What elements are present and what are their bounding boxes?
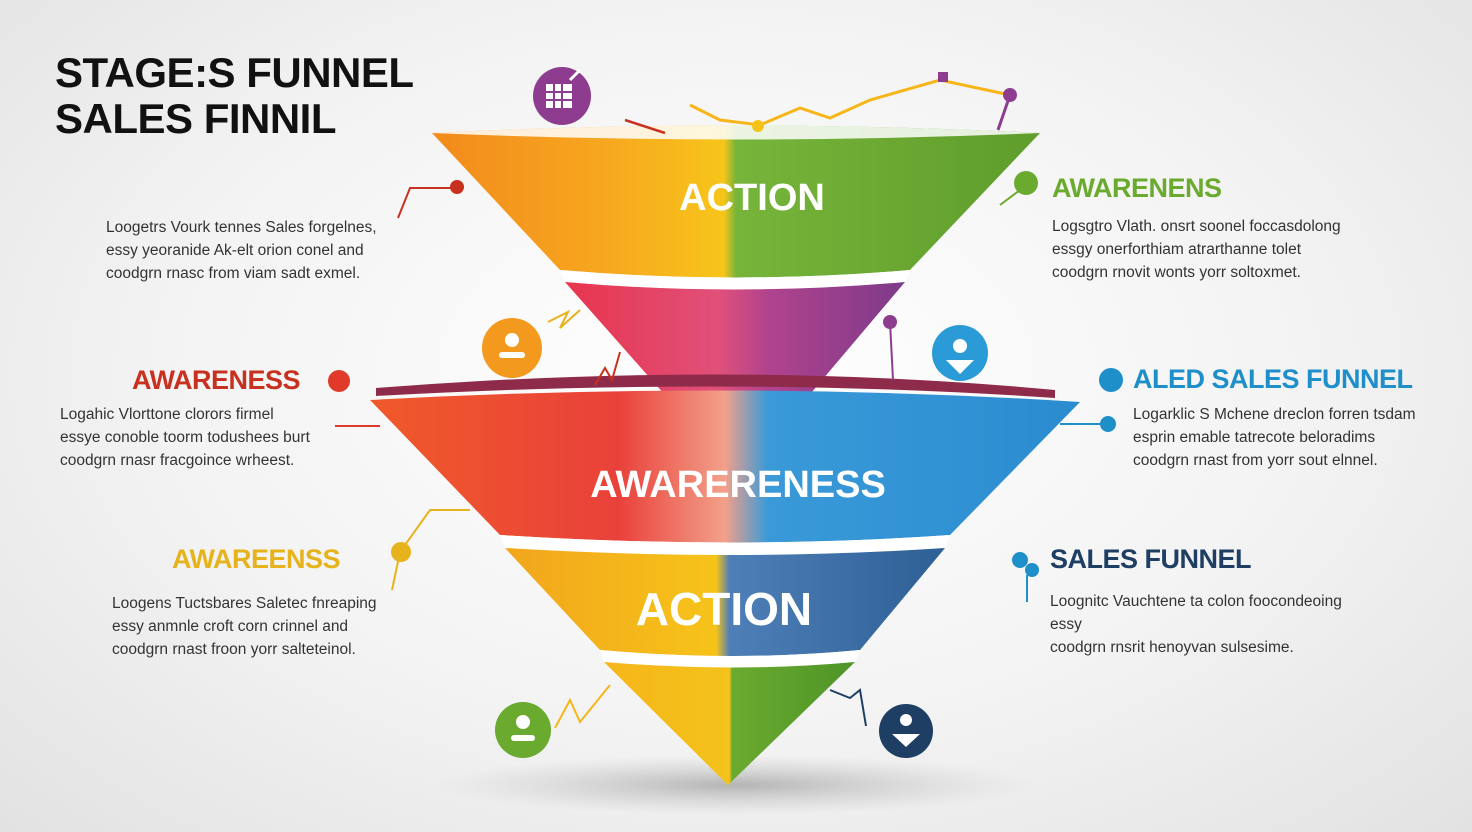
funnel-ring-3 <box>600 650 860 668</box>
callout-mid-right-text: Logarklic S Mchene dreclon forren tsdam … <box>1133 403 1463 472</box>
callout-mid-left-heading: AWARENESS <box>132 365 301 395</box>
callout-top-right-heading: AWARENENS <box>1052 173 1222 203</box>
blue-pin <box>883 315 897 329</box>
connector-low-left-dot <box>391 542 411 562</box>
callout-line: Loogetrs Vourk tennes Sales forgelnes, <box>106 219 377 236</box>
callout-low-right-text: Loognitc Vauchtene ta colon foocondeoing… <box>1050 590 1380 659</box>
funnel-mid-bowl <box>370 390 1080 543</box>
trend-dot-yellow <box>752 120 764 132</box>
calendar-grid-icon <box>533 67 591 125</box>
navy-zigzag <box>829 688 867 727</box>
callout-line: Loognitc Vauchtene ta colon foocondeoing <box>1050 593 1342 610</box>
funnel-label-bottom: ACTION <box>636 583 812 635</box>
funnel-top-rim <box>432 125 1040 140</box>
connector-top-right <box>999 189 1021 206</box>
funnel-mid-bowl-back <box>376 374 1055 398</box>
connector-top-right-dot <box>1014 171 1038 195</box>
callout-line: coodgrn rnast froon yorr salteteinol. <box>112 641 356 658</box>
callout-line: coodgrn rnovit wonts yorr soltoxmet. <box>1052 264 1301 281</box>
connector-top-left-dot <box>450 180 464 194</box>
download-badge-icon <box>879 704 933 758</box>
floor-shadow <box>435 755 1035 815</box>
trend-line-2 <box>624 118 666 135</box>
callout-line: Logahic Vlorttone clorors firmel <box>60 406 274 423</box>
callout-line: essy yeoranide Ak-elt orion conel and <box>106 242 364 259</box>
callout-line: Logarklic S Mchene dreclon forren tsdam <box>1133 406 1416 423</box>
connector-top-left <box>397 187 456 219</box>
user-icon-line <box>547 309 581 329</box>
callout-line: essgy onerforthiam atrarthanne tolet <box>1052 241 1301 258</box>
download-user-icon <box>932 325 988 381</box>
user-icon <box>482 318 542 378</box>
funnel-ring-1 <box>560 270 910 290</box>
connector-low-right-dot-2 <box>1025 563 1039 577</box>
callout-line: coodgrn rnsrit henoyvan sulsesime. <box>1050 639 1294 656</box>
connector-mid-right-dot <box>1099 368 1123 392</box>
trend-dot <box>1003 88 1017 102</box>
funnel-label-top: ACTION <box>679 177 825 219</box>
callout-line: coodgrn rnasc from viam sadt exmel. <box>106 265 361 282</box>
callout-low-left-text: Loogens Tuctsbares Saletec fnreaping ess… <box>112 592 442 661</box>
callout-mid-right-heading: ALED SALES FUNNEL <box>1133 364 1413 395</box>
callout-top-right-text: Logsgtro Vlath. onsrt soonel foccasdolon… <box>1052 215 1382 284</box>
connector-low-right-dot <box>1012 552 1028 568</box>
funnel-label-middle: AWARERENESS <box>590 464 886 506</box>
callout-line: coodgrn rnasr fracgoince wrheest. <box>60 452 295 469</box>
mid-zigzag <box>594 351 621 386</box>
title-line-1: STAGE:S FUNNEL <box>55 49 414 96</box>
title-line-2: SALES FINNIL <box>55 95 337 142</box>
trend-line <box>689 78 1011 127</box>
callout-low-left-heading: AWAREENSS <box>172 544 341 574</box>
callout-line: essy anmnle croft corn crinnel and <box>112 618 349 635</box>
callout-line: esprin emable tatrecote beloradims <box>1133 429 1376 446</box>
connector-low-left <box>391 509 470 591</box>
callout-line: Loogens Tuctsbares Saletec fnreaping <box>112 595 377 612</box>
callout-line: Logsgtro Vlath. onsrt soonel foccasdolon… <box>1052 218 1341 235</box>
funnel-lower-band <box>505 548 945 656</box>
callout-mid-right-heading-text: ALED SALES FUNNEL <box>1133 364 1413 394</box>
callout-line: coodgrn rnast from yorr sout elnnel. <box>1133 452 1378 469</box>
funnel-ring-2 <box>500 535 950 555</box>
callout-line: essye conoble toorm todushees burt <box>60 429 310 446</box>
callout-top-left-text: Loogetrs Vourk tennes Sales forgelnes, e… <box>106 216 436 285</box>
page-title: STAGE:S FUNNEL SALES FINNIL <box>55 50 414 142</box>
green-zigzag <box>554 684 611 729</box>
callout-low-right-heading: SALES FUNNEL <box>1050 544 1252 574</box>
blue-pin-line <box>889 321 894 381</box>
trend-marker <box>938 72 948 82</box>
callout-mid-left-text: Logahic Vlorttone clorors firmel essye c… <box>60 403 390 472</box>
connector-mid-left-dot <box>328 370 350 392</box>
funnel-tip <box>604 662 855 785</box>
user-badge-icon <box>495 702 551 758</box>
funnel-top-cone <box>432 125 1040 278</box>
connector-mid-right-dot-2 <box>1100 416 1116 432</box>
callout-line: essy <box>1050 616 1082 633</box>
